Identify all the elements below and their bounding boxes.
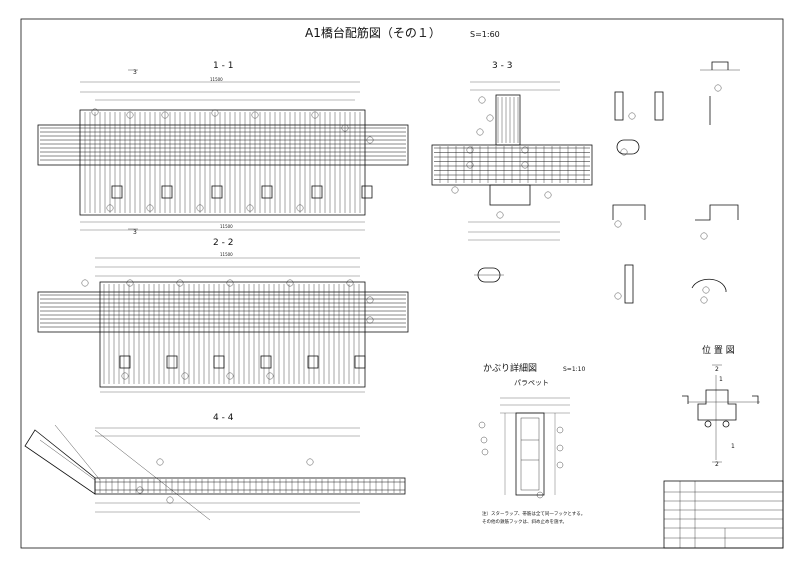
section-1-1: 1 - 1 3 3 11500 11500 — [37, 61, 409, 236]
bar-callout-icon — [266, 372, 274, 380]
bar-callout-icon — [126, 111, 134, 119]
loc-label-bottom: 1 — [731, 443, 735, 450]
bar-callout-icon — [466, 146, 474, 154]
bar-callout-icon — [146, 204, 154, 212]
location-map: 位 置 図 2 1 1 2 — [682, 344, 760, 468]
bar-callout-icon — [81, 279, 89, 287]
sheet-border — [20, 18, 784, 549]
bar-callout-icon — [226, 279, 234, 287]
bottom-dim-1-1: 11500 — [220, 224, 233, 229]
bar-callout-icon — [106, 204, 114, 212]
bar-callout-icon — [480, 436, 488, 444]
bar-callout-icon — [91, 108, 99, 116]
bar-callout-icon — [544, 191, 552, 199]
bar-callout-icon — [614, 292, 622, 300]
section-4-4-label: 4 - 4 — [213, 413, 234, 423]
pile — [354, 355, 366, 369]
bar-callout-icon — [156, 458, 164, 466]
pile — [307, 355, 319, 369]
pile — [260, 355, 272, 369]
pile — [361, 185, 373, 199]
bar-callout-icon — [466, 161, 474, 169]
bar-callout-icon — [251, 111, 259, 119]
bar-callout-icon — [556, 444, 564, 452]
loc-label-top: 2 — [715, 366, 719, 373]
bar-callout-icon — [614, 220, 622, 228]
bar-callout-icon — [714, 84, 722, 92]
bar-callout-icon — [556, 426, 564, 434]
bar-callout-icon — [366, 316, 374, 324]
pile — [161, 185, 173, 199]
cut-mark-label: 3 — [133, 69, 137, 76]
pile — [311, 185, 323, 199]
loc-label-top-2: 1 — [719, 376, 723, 383]
pile — [119, 355, 131, 369]
bar-callout-icon — [366, 136, 374, 144]
pile — [111, 185, 123, 199]
bar-callout-icon — [702, 286, 710, 294]
svg-text:3: 3 — [133, 229, 137, 236]
bar-callout-icon — [126, 279, 134, 287]
cover-detail: かぶり詳細図 S=1:10 パラペット 注）スターラップ、帯筋は全て同一フックと… — [478, 362, 585, 525]
cover-detail-scale: S=1:10 — [563, 366, 585, 373]
bar-callout-icon — [451, 186, 459, 194]
bar-callout-icon — [341, 124, 349, 132]
pile — [211, 185, 223, 199]
section-3-3-label: 3 - 3 — [492, 61, 512, 71]
cover-detail-title: かぶり詳細図 — [483, 362, 537, 374]
title-block — [663, 480, 784, 549]
overall-dim-1-1: 11500 — [210, 77, 223, 82]
bar-callout-icon — [226, 372, 234, 380]
bar-callout-icon — [311, 111, 319, 119]
cover-note-1: 注）スターラップ、帯筋は全て同一フックとする。 — [482, 510, 585, 517]
bar-callout-icon — [161, 111, 169, 119]
section-1-1-label: 1 - 1 — [213, 61, 233, 71]
bar-callout-icon — [306, 458, 314, 466]
pile — [261, 185, 273, 199]
bar-callout-icon — [628, 112, 636, 120]
bar-callout-icon — [476, 128, 484, 136]
pile — [166, 355, 178, 369]
location-map-title: 位 置 図 — [702, 344, 735, 356]
bar-callout-icon — [136, 486, 144, 494]
bar-callout-icon — [181, 372, 189, 380]
cover-note-2: その他の鉄筋フックは、斜め止めを施す。 — [482, 518, 567, 525]
pile — [213, 355, 225, 369]
section-2-2: 2 - 2 11500 — [37, 238, 409, 393]
section-4-4: 4 - 4 — [24, 413, 406, 521]
bar-callout-icon — [486, 114, 494, 122]
bar-callout-icon — [478, 421, 486, 429]
bar-callout-icon — [196, 204, 204, 212]
bar-callout-icon — [620, 148, 628, 156]
section-3-3: 3 - 3 — [431, 61, 593, 283]
bar-callout-icon — [521, 161, 529, 169]
bar-callout-icon — [246, 204, 254, 212]
bar-callout-icon — [556, 461, 564, 469]
drawing-scale: S=1:60 — [470, 30, 500, 39]
bar-callout-icon — [700, 232, 708, 240]
bar-callout-icon — [700, 296, 708, 304]
bar-callout-icon — [481, 448, 489, 456]
bar-shapes — [612, 61, 740, 304]
loc-label-bottom-2: 2 — [715, 461, 719, 468]
bar-callout-icon — [536, 491, 544, 499]
bar-callout-icon — [286, 279, 294, 287]
bar-callout-icon — [166, 496, 174, 504]
bar-callout-icon — [121, 372, 129, 380]
bar-callout-icon — [496, 211, 504, 219]
cover-detail-subtitle: パラペット — [514, 379, 549, 387]
bar-callout-icon — [521, 146, 529, 154]
bar-callout-icon — [478, 96, 486, 104]
bar-callout-icon — [296, 204, 304, 212]
bar-callout-icon — [366, 296, 374, 304]
drawing-title: A1橋台配筋図（その１） — [305, 25, 441, 40]
overall-dim-2-2: 11500 — [220, 252, 233, 257]
section-2-2-label: 2 - 2 — [213, 238, 233, 248]
bar-callout-icon — [346, 279, 354, 287]
bar-callout-icon — [176, 279, 184, 287]
bar-callout-icon — [211, 109, 219, 117]
